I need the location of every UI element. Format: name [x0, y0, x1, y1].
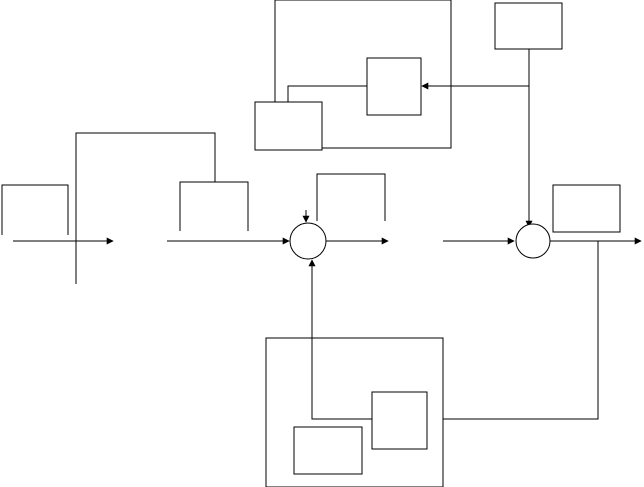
- top-inner-link: [287, 85, 367, 102]
- sum1-top-block: [316, 173, 386, 221]
- top-left-block: [254, 101, 323, 151]
- summing-junction-1: [289, 222, 327, 260]
- bottom-inner-block: [371, 391, 428, 450]
- left-open-block: [1, 184, 69, 235]
- feedback-line: [428, 241, 599, 423]
- top-bracket-line: [75, 132, 216, 284]
- middle-open-block: [179, 181, 249, 231]
- top-right-block: [494, 2, 563, 50]
- bottom-feedback-to-sum1: [308, 259, 372, 420]
- summing-junction-2: [515, 223, 551, 259]
- right-block: [552, 184, 621, 233]
- bottom-left-block: [293, 426, 363, 475]
- top-inner-block: [366, 57, 422, 116]
